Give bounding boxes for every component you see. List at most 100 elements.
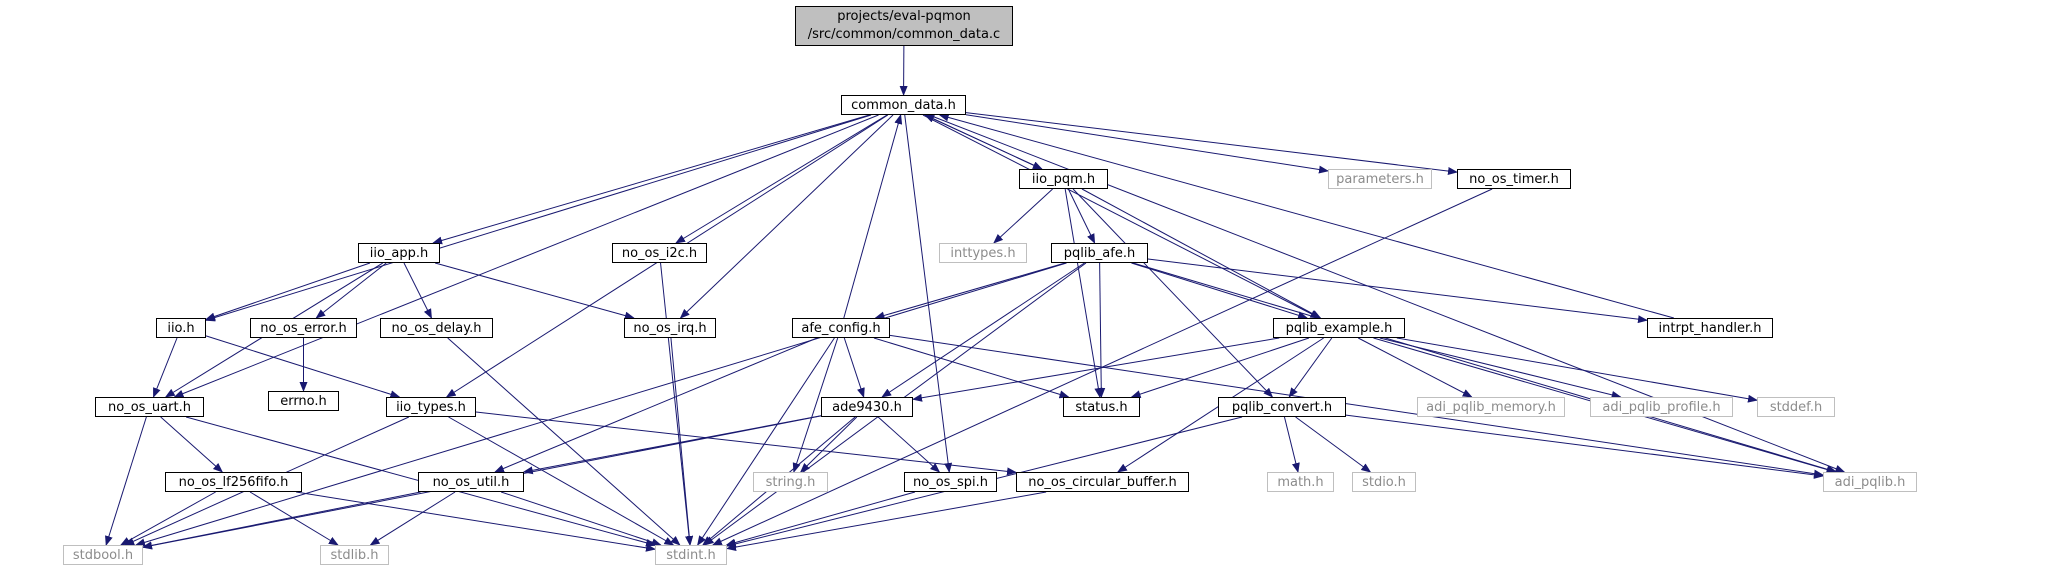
node-pqlib-example-h[interactable]: pqlib_example.h xyxy=(1273,318,1405,338)
edge-pqlib_example-to-stddef xyxy=(1396,337,1758,403)
edge-no_os_uart-to-stdbool xyxy=(105,416,147,546)
node-iio-app-h[interactable]: iio_app.h xyxy=(358,243,440,263)
edge-iio_pqm-to-status xyxy=(1064,188,1103,398)
edge-common_data-to-no_os_timer xyxy=(965,112,1458,175)
node-ade9430-h[interactable]: ade9430.h xyxy=(821,397,913,417)
edge-no_os_spi-to-stdint xyxy=(725,491,916,547)
node-no-os-circular-buffer-h[interactable]: no_os_circular_buffer.h xyxy=(1016,472,1189,492)
node-parameters-h: parameters.h xyxy=(1328,169,1432,189)
node-afe-config-h[interactable]: afe_config.h xyxy=(792,318,890,338)
node-errno-h[interactable]: errno.h xyxy=(268,391,339,411)
edge-no_os_i2c-to-stdint xyxy=(660,262,694,546)
edge-common_data-to-no_os_irq xyxy=(679,114,894,319)
edge-afe_config-to-ade9430 xyxy=(843,337,865,398)
node-no-os-uart-h[interactable]: no_os_uart.h xyxy=(95,397,204,417)
edge-common_data-to-no_os_spi xyxy=(904,114,953,473)
edge-pqlib_convert-to-stdio xyxy=(1295,416,1372,473)
node-math-h: math.h xyxy=(1267,472,1334,492)
edge-lf256-to-stdint xyxy=(296,491,656,552)
edge-common_data-to-parameters xyxy=(965,114,1329,174)
node-stddef-h: stddef.h xyxy=(1757,397,1835,417)
edge-afe_config-to-common_data xyxy=(843,114,903,319)
root-file-path-line2: /src/common/common_data.c xyxy=(807,27,1001,42)
node-adi-pqlib-memory-h: adi_pqlib_memory.h xyxy=(1417,397,1565,417)
node-stdlib-h: stdlib.h xyxy=(320,545,389,565)
edge-iio_app-to-no_os_error xyxy=(315,262,387,319)
edge-iio_pqm-to-pqlib_convert xyxy=(1072,188,1274,398)
edge-no_os_delay-to-stdint xyxy=(447,337,681,546)
node-iio-types-h[interactable]: iio_types.h xyxy=(386,397,476,417)
node-common-data-h[interactable]: common_data.h xyxy=(841,95,966,115)
root-file-path-line1: projects/eval-pqmon xyxy=(837,9,971,24)
edge-pqlib_afe-to-stdbool xyxy=(135,262,1067,547)
edge-iio_pqm-to-inttypes xyxy=(993,188,1053,244)
edge-pqlib_example-to-adi_prof xyxy=(1379,337,1622,399)
edge-no_os_util-to-stdint xyxy=(500,491,662,546)
node-iio-h[interactable]: iio.h xyxy=(156,318,206,338)
node-no-os-i2c-h[interactable]: no_os_i2c.h xyxy=(612,243,707,263)
edge-intrpt-to-common_data xyxy=(938,113,1674,319)
edge-ade9430-to-string xyxy=(799,416,858,473)
edge-no_os_irq-to-stdint xyxy=(670,337,694,546)
edge-afe_config-to-status xyxy=(873,337,1070,399)
edge-afe_config-to-adi_pqlib xyxy=(889,334,1824,478)
node-stdint-h: stdint.h xyxy=(655,545,727,565)
edge-pqlib_afe-to-pqlib_example xyxy=(1131,262,1309,320)
node-no-os-error-h[interactable]: no_os_error.h xyxy=(250,318,357,338)
edge-no_os_util-to-stdbool xyxy=(142,491,421,550)
edge-pqlib_example-to-ade9430 xyxy=(912,337,1280,402)
node-pqlib-afe-h[interactable]: pqlib_afe.h xyxy=(1051,243,1148,263)
edge-pqlib_example-to-status xyxy=(1130,337,1310,398)
edge-afe_config-to-stdint xyxy=(697,337,835,546)
node-no-os-util-h[interactable]: no_os_util.h xyxy=(418,472,524,492)
node-intrpt-handler-h[interactable]: intrpt_handler.h xyxy=(1647,318,1773,338)
node-no-os-lf256fifo-h[interactable]: no_os_lf256fifo.h xyxy=(165,472,302,492)
edge-pqlib_convert-to-adi_pqlib xyxy=(1345,414,1824,479)
edge-common_data-to-no_os_i2c xyxy=(675,114,888,244)
node-status-h[interactable]: status.h xyxy=(1063,397,1140,417)
edge-common_data-to-iio xyxy=(205,114,872,322)
node-inttypes-h: inttypes.h xyxy=(939,243,1027,263)
edge-pqlib_afe-to-intrpt xyxy=(1147,258,1648,324)
edge-iio_types-to-circ xyxy=(475,411,1017,476)
edge-common_data-to-iio_app xyxy=(432,114,870,245)
edge-afe_config-to-string xyxy=(792,337,839,473)
edge-pqlib_convert-to-math xyxy=(1283,416,1300,473)
node-adi-pqlib-h: adi_pqlib.h xyxy=(1823,472,1917,492)
edge-iio_app-to-no_os_delay xyxy=(403,262,432,319)
edge-no_os_util-to-stdlib xyxy=(369,491,456,546)
node-no-os-timer-h[interactable]: no_os_timer.h xyxy=(1457,169,1571,189)
edge-iio-to-iio_types xyxy=(205,335,401,399)
edge-common_data-to-pqlib_example xyxy=(922,114,1321,319)
edge-pqlib_example-to-pqlib_convert xyxy=(1288,337,1333,398)
node-iio-pqm-h[interactable]: iio_pqm.h xyxy=(1019,169,1108,189)
edge-pqlib_afe-to-status xyxy=(1097,262,1106,398)
node-pqlib-convert-h[interactable]: pqlib_convert.h xyxy=(1218,397,1346,417)
node-stdio-h: stdio.h xyxy=(1352,472,1416,492)
edge-iio_pqm-to-pqlib_afe xyxy=(1067,188,1096,244)
root-file-node: projects/eval-pqmon /src/common/common_d… xyxy=(795,6,1013,46)
edge-pqlib_afe-to-ade9430 xyxy=(881,262,1085,398)
edge-iio_app-to-no_os_irq xyxy=(434,262,635,320)
node-no-os-delay-h[interactable]: no_os_delay.h xyxy=(380,318,493,338)
node-stdbool-h: stdbool.h xyxy=(63,545,143,565)
edge-iio-to-no_os_uart xyxy=(153,337,178,398)
edge-iio_types-to-stdint xyxy=(448,416,675,546)
edge-no_os_uart-to-lf256 xyxy=(160,416,224,473)
node-string-h: string.h xyxy=(753,472,828,492)
edge-circ-to-stdint xyxy=(726,491,1047,551)
node-no-os-irq-h[interactable]: no_os_irq.h xyxy=(624,318,716,338)
node-adi-pqlib-profile-h: adi_pqlib_profile.h xyxy=(1590,397,1733,417)
edge-pqlib_afe-to-adi_pqlib xyxy=(1133,262,1838,474)
edge-iio_pqm-to-pqlib_example xyxy=(1081,188,1322,319)
edge-pqlib_example-to-adi_mem xyxy=(1358,337,1473,398)
edge-lf256-to-stdlib xyxy=(249,491,339,546)
edge-common_data-to-no_os_uart xyxy=(173,114,879,398)
edge-afe_config-to-no_os_util xyxy=(494,337,818,473)
edge-iio_app-to-iio xyxy=(205,262,371,321)
edge-ade9430-to-no_os_spi xyxy=(877,416,941,473)
node-no-os-spi-h[interactable]: no_os_spi.h xyxy=(904,472,997,492)
edge-lf256-to-stdbool xyxy=(120,491,216,546)
edge-pqlib_afe-to-afe_config xyxy=(874,262,1066,320)
